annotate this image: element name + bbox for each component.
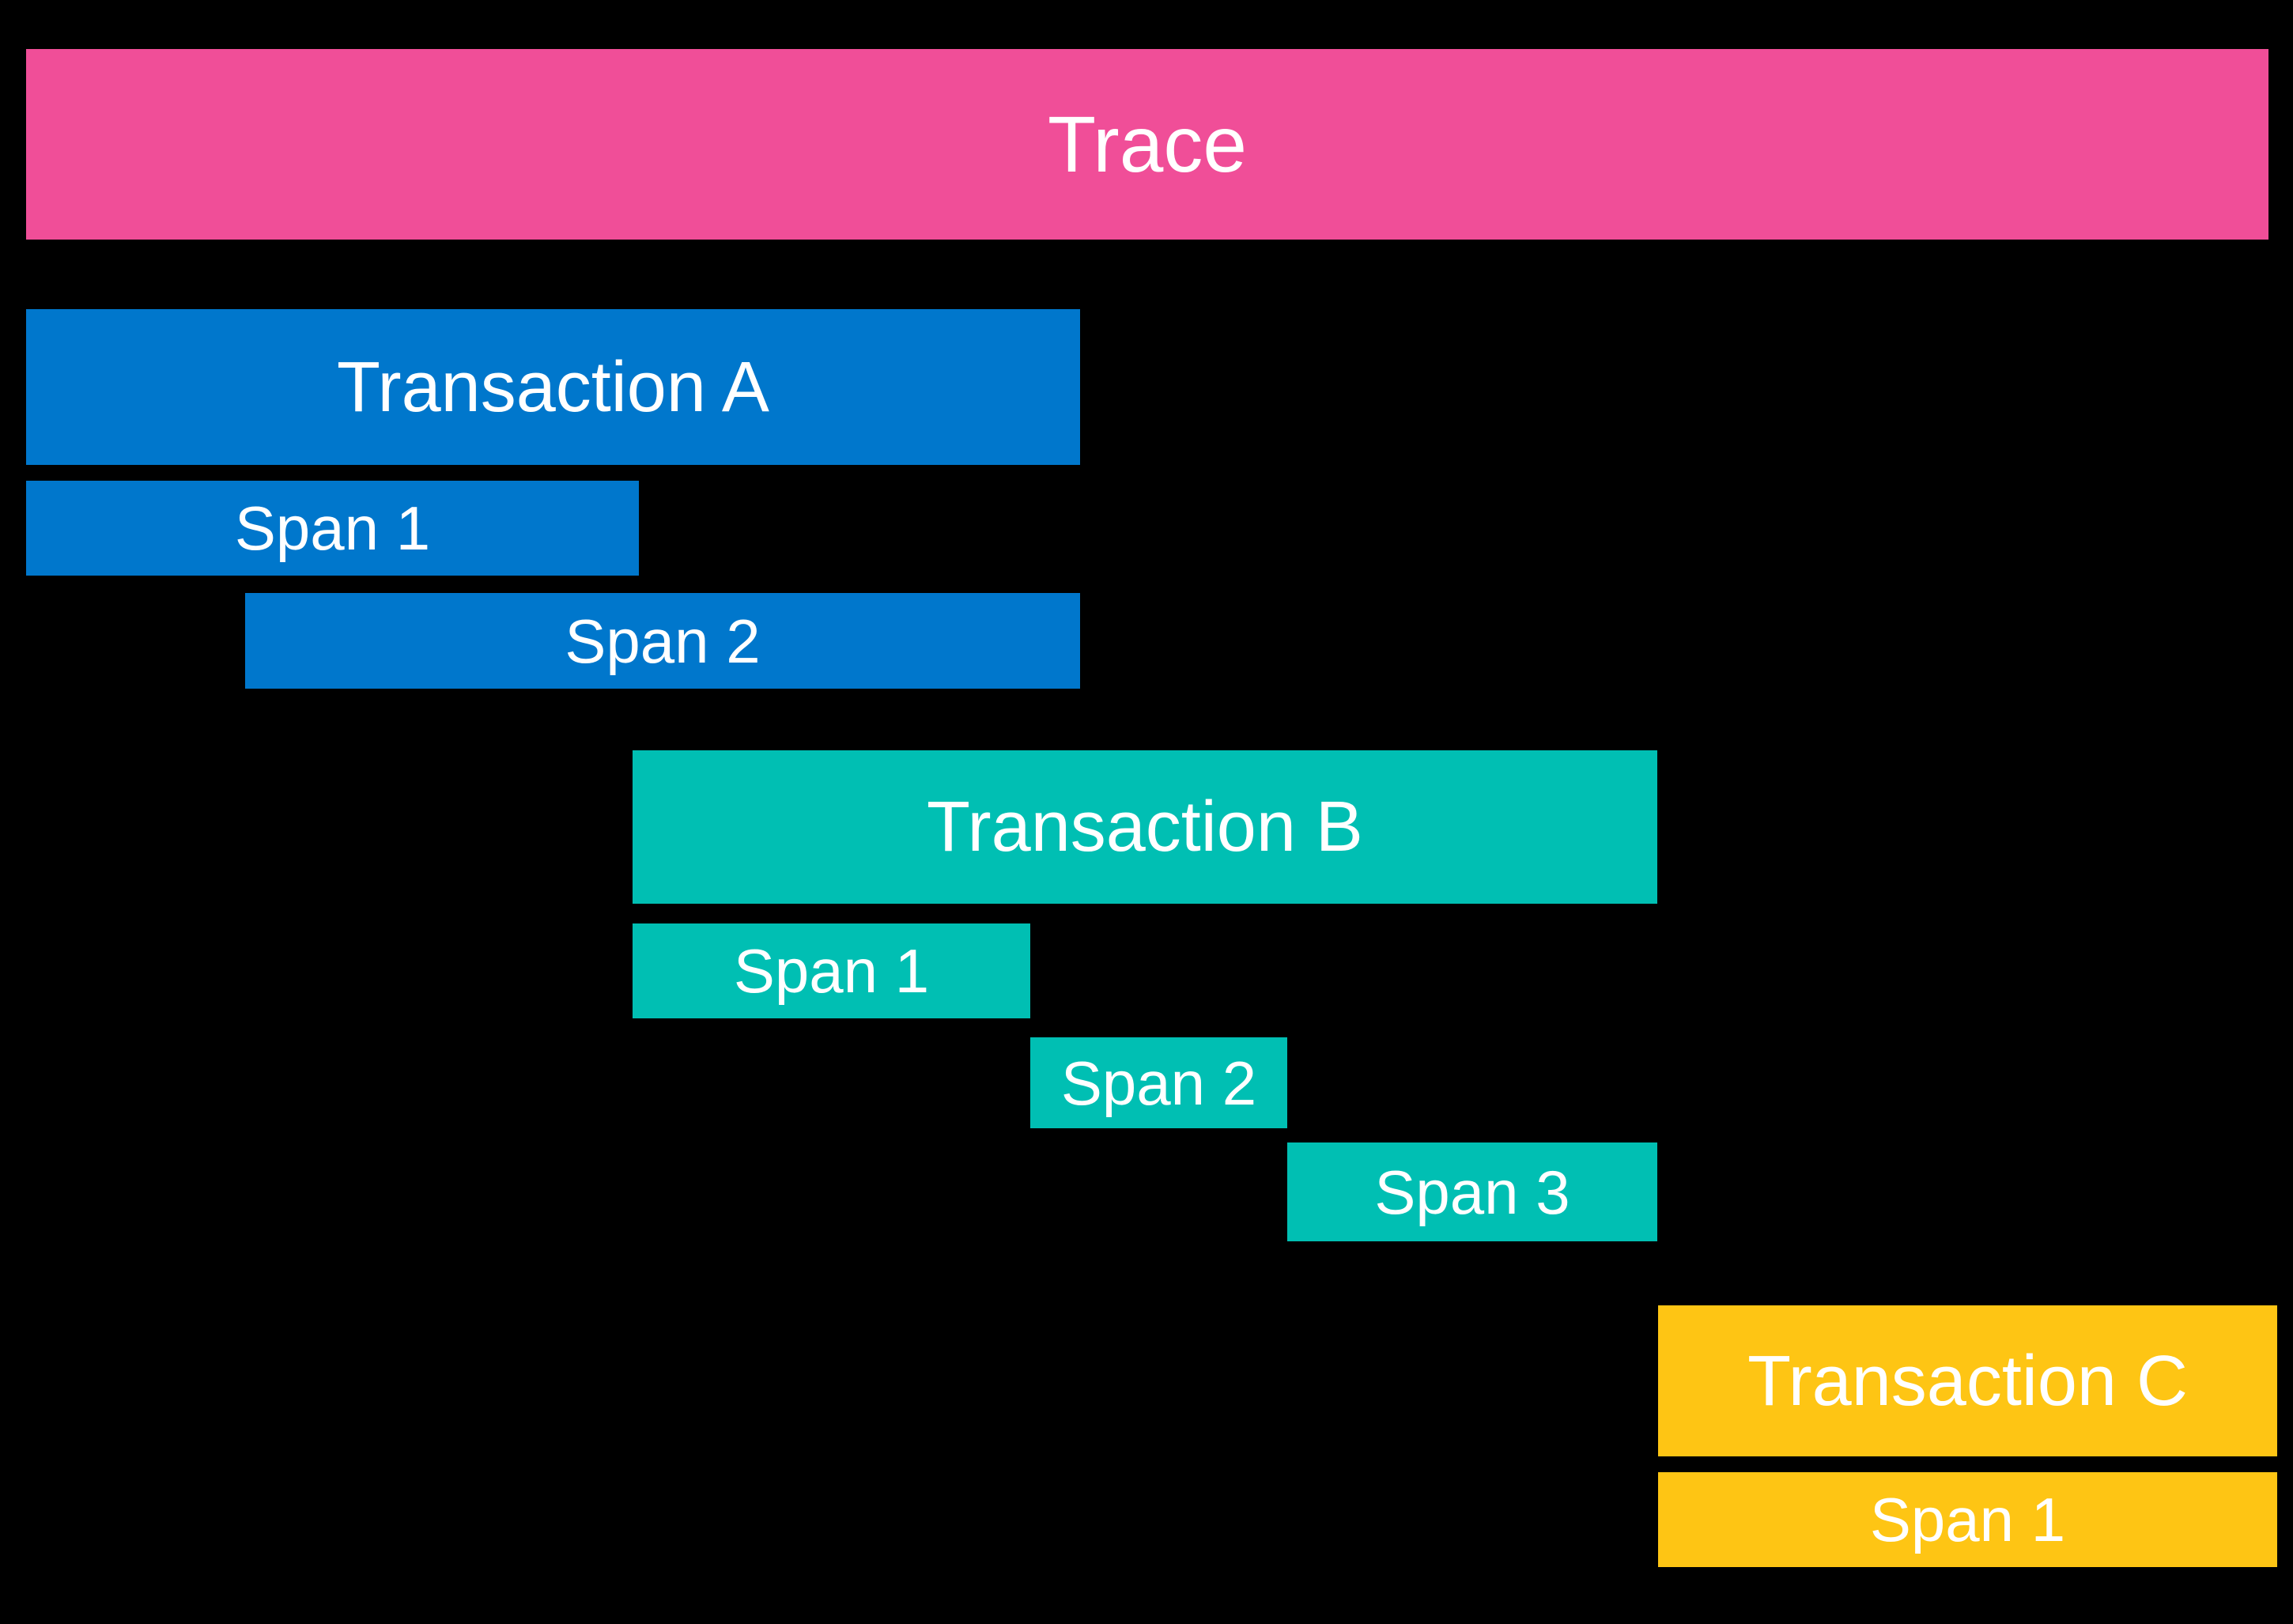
trace-label: Trace bbox=[1048, 100, 1247, 189]
transaction-b-span-2-bar: Span 2 bbox=[1030, 1037, 1287, 1128]
transaction-a-span-1-label: Span 1 bbox=[234, 493, 431, 563]
transaction-a-bar: Transaction A bbox=[26, 309, 1080, 465]
transaction-a-span-1-bar: Span 1 bbox=[26, 481, 639, 576]
transaction-b-span-1-label: Span 1 bbox=[733, 936, 930, 1006]
transaction-b-span-2-label: Span 2 bbox=[1060, 1048, 1257, 1118]
transaction-b-span-3-label: Span 3 bbox=[1374, 1157, 1570, 1227]
transaction-a-label: Transaction A bbox=[337, 347, 769, 427]
transaction-c-bar: Transaction C bbox=[1658, 1305, 2277, 1456]
transaction-a-span-2-label: Span 2 bbox=[565, 606, 761, 676]
transaction-b-bar: Transaction B bbox=[633, 750, 1657, 904]
trace-bar: Trace bbox=[26, 49, 2268, 240]
transaction-c-span-1-label: Span 1 bbox=[1869, 1485, 2066, 1554]
transaction-a-span-2-bar: Span 2 bbox=[245, 593, 1080, 689]
transaction-b-label: Transaction B bbox=[927, 787, 1363, 867]
transaction-b-span-3-bar: Span 3 bbox=[1287, 1142, 1657, 1241]
transaction-c-label: Transaction C bbox=[1747, 1341, 2188, 1421]
transaction-b-span-1-bar: Span 1 bbox=[633, 923, 1030, 1018]
transaction-c-span-1-bar: Span 1 bbox=[1658, 1472, 2277, 1567]
